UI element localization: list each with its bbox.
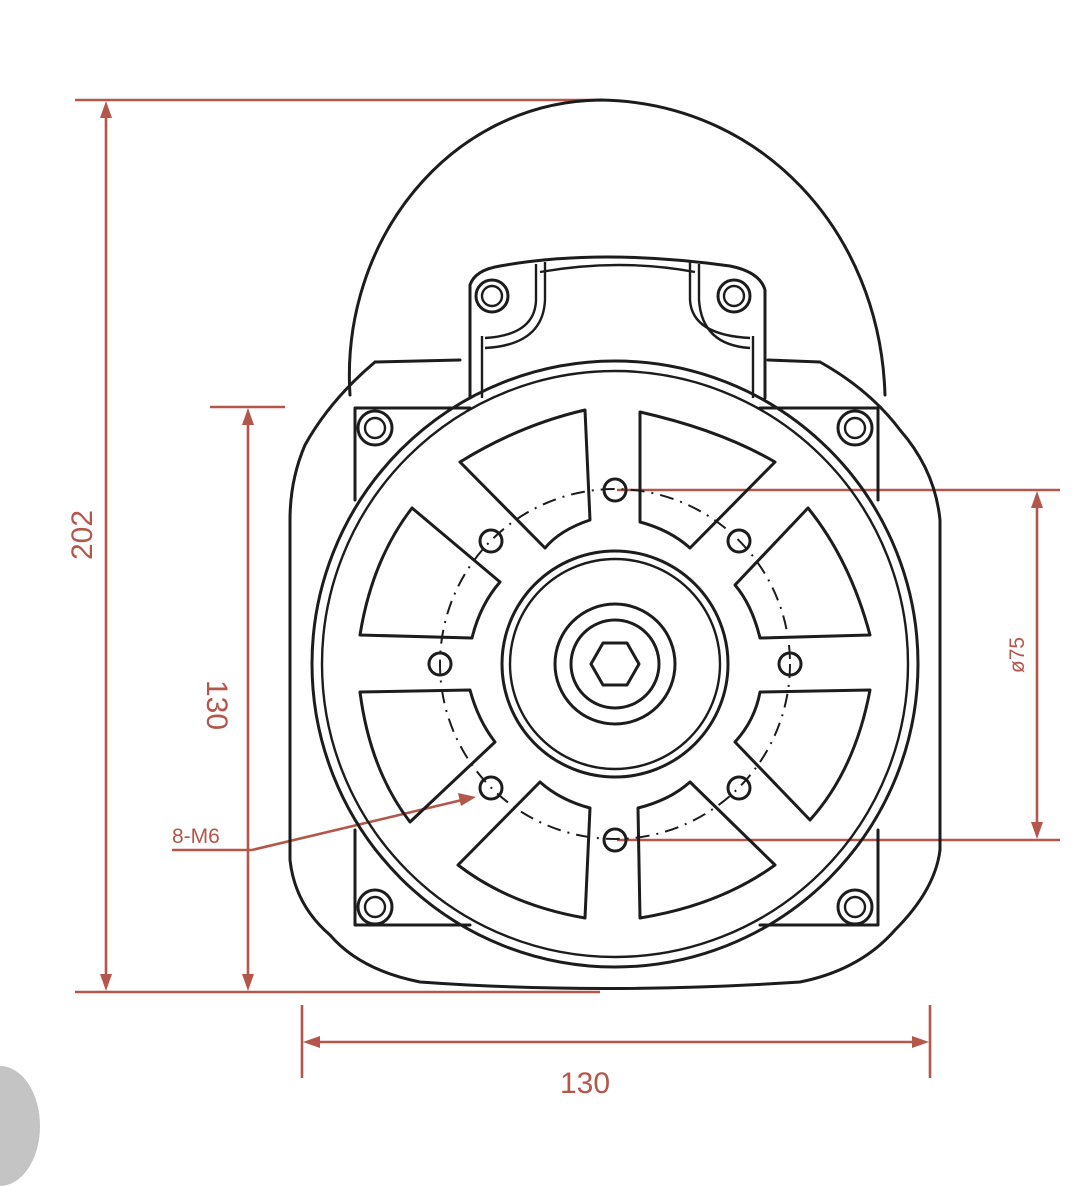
bolt-hole: [726, 775, 752, 801]
arrow-down-icon: [100, 974, 112, 991]
spoke-window: [358, 688, 497, 824]
hex-shaft-socket-icon: [589, 641, 641, 687]
spoke-window: [456, 780, 592, 920]
spoke-window: [733, 688, 872, 822]
spoke-window: [458, 408, 592, 550]
bolt-hole: [427, 651, 453, 677]
bracket-bolt-left: [474, 278, 510, 314]
spoke-window: [638, 410, 777, 550]
face-inner-ring: [320, 369, 910, 959]
bolt-hole: [478, 528, 504, 554]
dim-label-202: 202: [66, 510, 99, 560]
dimension-flange-width: 130: [300, 1005, 932, 1100]
arrow-down-icon: [242, 974, 254, 991]
dimension-bolt-circle: ø75: [617, 488, 1060, 842]
dim-label-130-horizontal: 130: [560, 1067, 610, 1100]
bolt-hole: [602, 477, 628, 503]
bolt-circle-centerline: [439, 488, 791, 840]
bolt-hole: [777, 651, 803, 677]
dim-label-130-vertical: 130: [200, 680, 233, 730]
motor-technical-drawing: 202 130 130 ø75 8-M6: [66, 98, 1060, 1100]
central-hub: [500, 549, 730, 779]
callout-label-8-m6: 8-M6: [172, 825, 220, 848]
spoke-window: [636, 780, 777, 920]
spoke-window: [733, 506, 872, 640]
bolt-hole: [726, 528, 752, 554]
motor-dome-outline: [347, 98, 887, 397]
arrow-up-icon: [1031, 491, 1043, 508]
bracket-bolt-right: [716, 278, 752, 314]
arrow-callout-icon: [458, 793, 476, 806]
bolt-hole: [602, 827, 628, 853]
bolt-hole: [478, 775, 504, 801]
corner-bolt-top-right: [836, 409, 874, 447]
spoke-windows: [358, 408, 872, 920]
corner-bolt-bottom-right: [836, 888, 874, 926]
face-outer-ring: [310, 359, 920, 969]
top-bracket: [468, 255, 767, 400]
motor-housing-outline: [288, 358, 942, 990]
dimension-flange-height: 130: [200, 405, 285, 991]
arrow-right-icon: [912, 1036, 929, 1048]
spoke-window: [358, 506, 502, 640]
corner-bolt-bottom-left: [356, 888, 394, 926]
arrow-up-icon: [242, 408, 254, 425]
corner-bolt-top-left: [356, 409, 394, 447]
arrow-left-icon: [303, 1036, 320, 1048]
bolt-holes: [427, 477, 803, 853]
arrow-up-icon: [100, 101, 112, 118]
square-flange: [353, 406, 880, 927]
dim-label-diameter-75: ø75: [1006, 637, 1029, 673]
arrow-down-icon: [1031, 822, 1043, 839]
dimension-overall-height: 202: [66, 98, 600, 994]
